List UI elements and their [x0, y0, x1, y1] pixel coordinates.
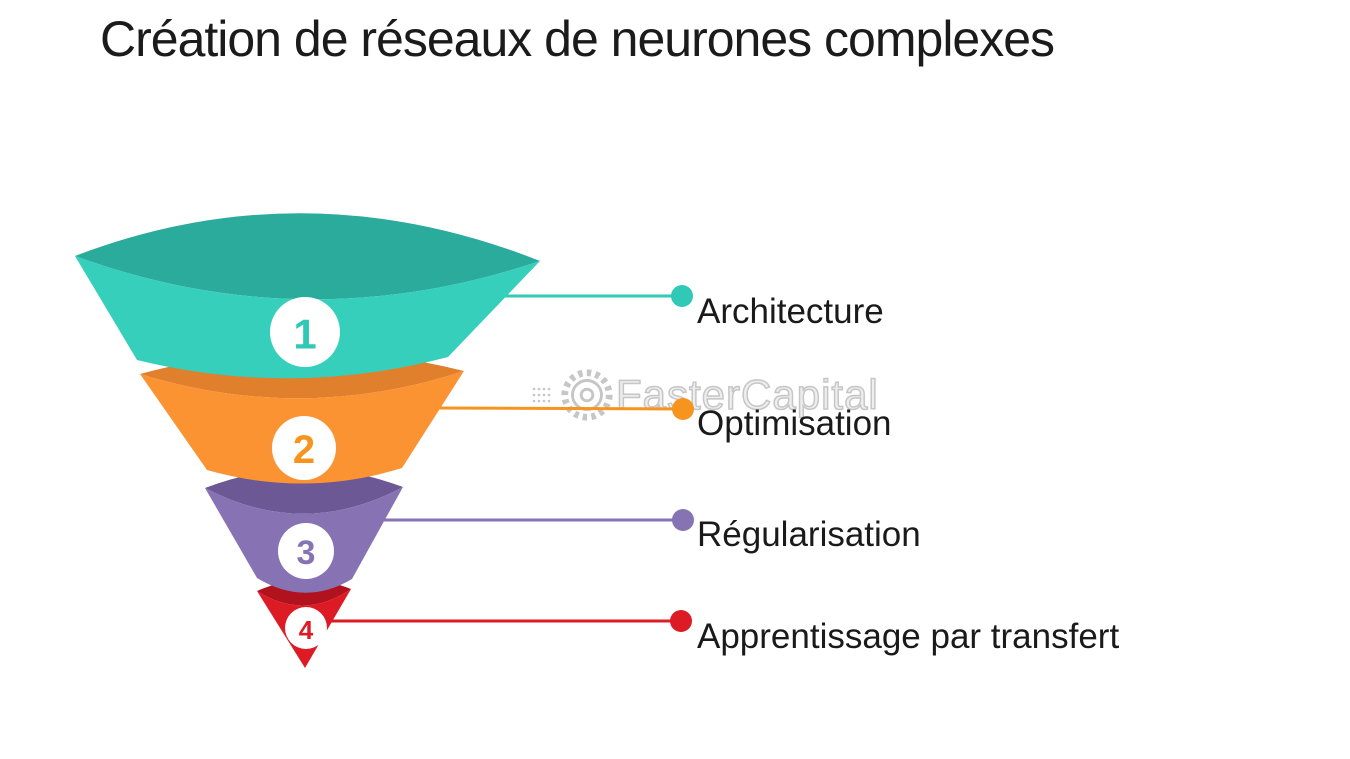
stage2-badge — [272, 416, 336, 480]
dot-optimisation — [672, 398, 694, 420]
stage3-label: Régularisation — [697, 515, 921, 554]
stage1-badge — [270, 297, 340, 367]
dot-architecture — [671, 285, 693, 307]
stage3-number: 3 — [297, 534, 316, 572]
connector-line-optimisation — [437, 406, 684, 411]
funnel-stage1-top — [75, 213, 540, 300]
stage1-label: Architecture — [697, 292, 884, 331]
stage1-number: 1 — [293, 311, 316, 358]
stage4-badge — [285, 607, 327, 649]
stage2-number: 2 — [293, 428, 315, 472]
stage4-number: 4 — [299, 615, 314, 645]
page-title: Création de réseaux de neurones complexe… — [100, 11, 1055, 67]
dot-transfert — [670, 610, 692, 632]
dot-regularisation — [672, 509, 694, 531]
stage4-label: Apprentissage par transfert — [697, 617, 1120, 656]
stage2-label: Optimisation — [697, 404, 892, 443]
stage3-badge — [278, 523, 334, 579]
